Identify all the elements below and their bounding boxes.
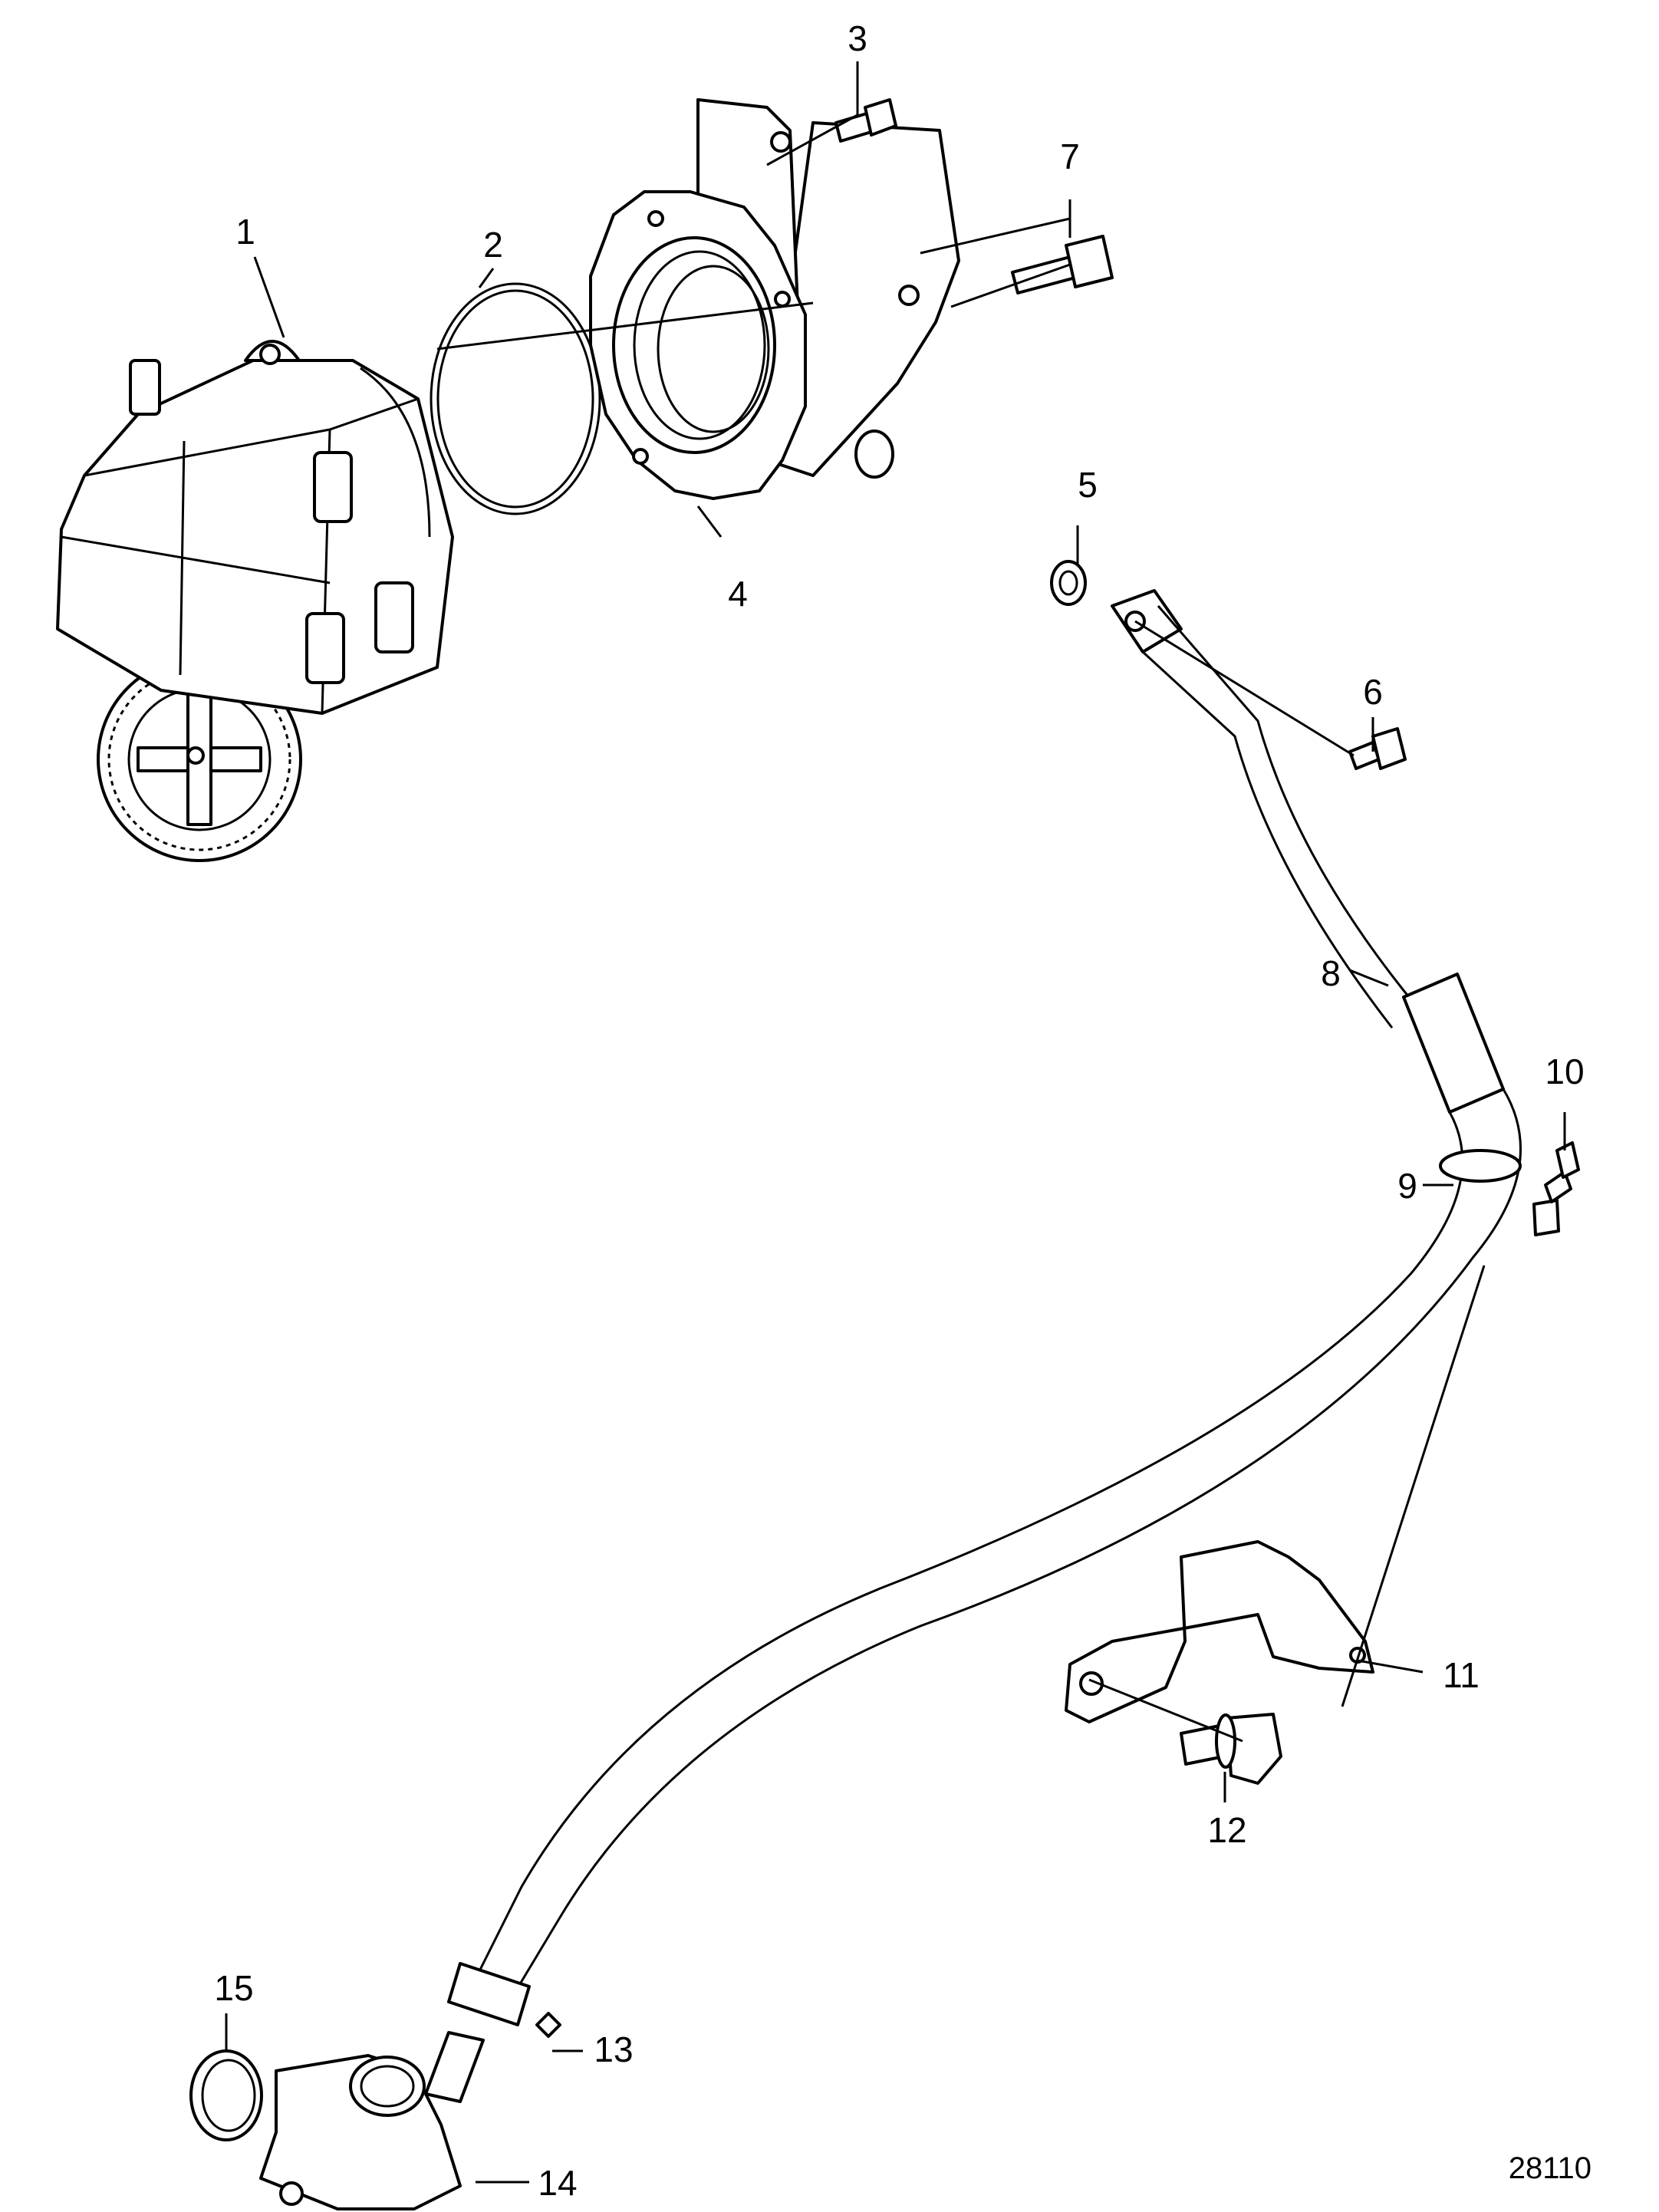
callout-9: 9 <box>1397 1166 1417 1206</box>
callout-6: 6 <box>1363 672 1383 712</box>
callout-13: 13 <box>594 2029 633 2069</box>
hose-part-8 <box>424 589 1522 2103</box>
bolt-part-7 <box>1011 235 1114 295</box>
hose-clamp-part-13 <box>535 2012 561 2038</box>
callout-4: 4 <box>728 574 748 614</box>
pump-housing-part-1 <box>56 340 454 862</box>
o-ring-part-2 <box>430 282 601 515</box>
hose-clamp-part-9 <box>1439 1149 1560 1236</box>
callout-10: 10 <box>1545 1052 1584 1091</box>
bracket-part-11 <box>1065 1540 1374 1723</box>
callout-1: 1 <box>235 212 255 252</box>
callout-12: 12 <box>1207 1810 1246 1850</box>
bolt-part-12 <box>1180 1713 1282 1785</box>
elbow-fitting-part-14 <box>259 2054 462 2210</box>
seal-ring-part-15 <box>189 2049 263 2141</box>
callout-8: 8 <box>1321 953 1341 993</box>
callout-7: 7 <box>1060 137 1080 176</box>
callout-5: 5 <box>1078 465 1098 505</box>
callout-14: 14 <box>538 2163 577 2203</box>
figure-id: 28110 <box>1509 2151 1592 2185</box>
callout-labels: 1 2 3 4 5 6 7 8 9 10 11 12 13 14 15 2811… <box>214 18 1592 2203</box>
washer-part-5 <box>1050 560 1087 606</box>
bolt-part-10 <box>1544 1141 1580 1203</box>
bolt-part-3 <box>834 98 897 143</box>
leader-lines <box>225 61 1566 2184</box>
callout-2: 2 <box>483 225 503 265</box>
flange-housing-part-4 <box>589 98 960 500</box>
callout-11: 11 <box>1443 1655 1480 1695</box>
callout-3: 3 <box>848 18 867 58</box>
banjo-bolt-part-6 <box>1348 727 1407 770</box>
callout-15: 15 <box>214 1968 253 2008</box>
